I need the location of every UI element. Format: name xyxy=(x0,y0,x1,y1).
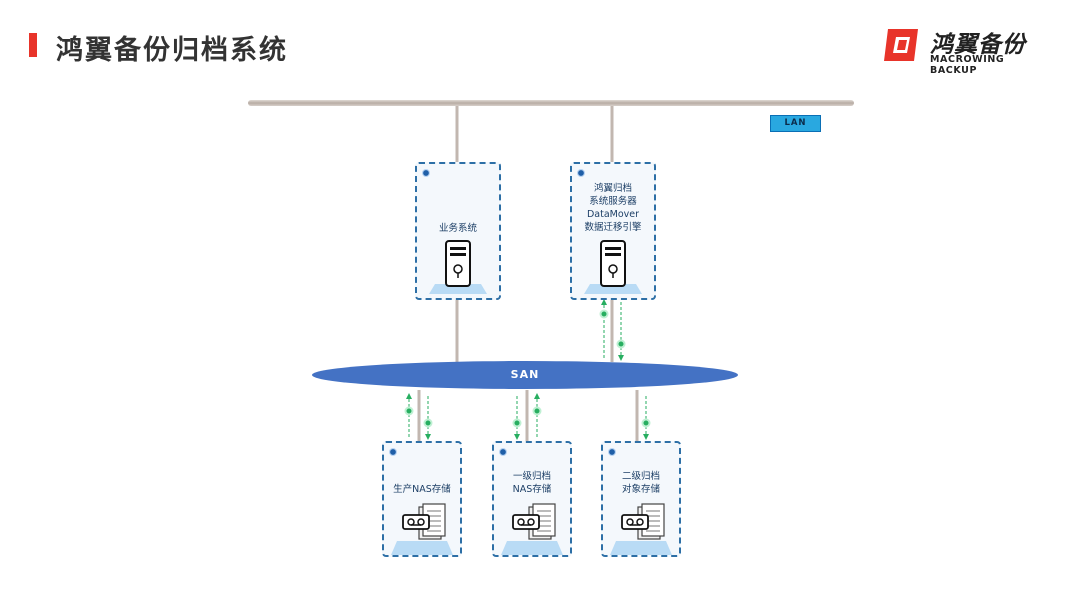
tier1-archive-node[interactable]: 一级归档 NAS存储 xyxy=(492,441,572,557)
lan-bus xyxy=(248,100,854,106)
status-dot-icon xyxy=(577,169,585,177)
node-label: 生产NAS存储 xyxy=(393,484,451,495)
status-dot-icon xyxy=(422,169,430,177)
node-label: 二级归档 对象存储 xyxy=(621,471,660,495)
node-label: 鸿翼归档 系统服务器 DataMover 数据迁移引擎 xyxy=(584,183,642,233)
tape-storage-icon xyxy=(610,503,672,555)
network-connectors xyxy=(417,106,639,441)
server-icon xyxy=(584,240,642,294)
status-dot-icon xyxy=(608,448,616,456)
tape-storage-icon xyxy=(391,503,453,555)
status-dot-icon xyxy=(499,448,507,456)
tape-storage-icon xyxy=(501,503,563,555)
brand-logo: 鸿翼备份 MACROWING BACKUP xyxy=(882,25,1052,76)
business-system-node[interactable]: 业务系统 xyxy=(415,162,501,300)
status-dot-icon xyxy=(389,448,397,456)
flow-dots xyxy=(404,309,651,428)
logo-text-cn: 鸿翼备份 xyxy=(930,32,1026,58)
tier2-archive-node[interactable]: 二级归档 对象存储 xyxy=(601,441,681,557)
title-accent-bar xyxy=(29,33,37,57)
san-label: SAN xyxy=(510,368,540,381)
archive-server-node[interactable]: 鸿翼归档 系统服务器 DataMover 数据迁移引擎 xyxy=(570,162,656,300)
lan-label: LAN xyxy=(770,115,821,132)
san-network xyxy=(312,361,738,389)
node-label: 业务系统 xyxy=(438,223,477,234)
production-nas-node[interactable]: 生产NAS存储 xyxy=(382,441,462,557)
logo-text-en: MACROWING BACKUP xyxy=(930,54,1005,76)
logo-mark-icon xyxy=(884,29,918,61)
node-label: 一级归档 NAS存储 xyxy=(512,471,552,495)
page-title: 鸿翼备份归档系统 xyxy=(56,35,288,66)
server-icon xyxy=(429,240,487,294)
